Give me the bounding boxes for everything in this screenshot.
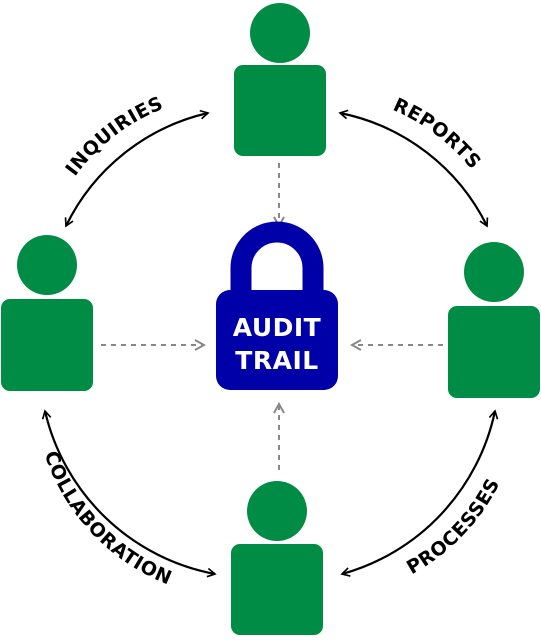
reports-arrow [340,113,487,226]
person-icon-left [1,235,93,391]
processes-arrow [342,411,495,574]
inquiries-arrow [66,113,208,226]
audit-trail-line1: AUDIT [233,313,322,342]
audit-trail-line2: TRAIL [235,346,318,375]
person-icon-bottom [231,481,323,635]
person-icon-right [448,242,540,398]
collaboration-arrow [45,411,215,574]
processes-label: PROCESSES [403,475,504,579]
padlock-icon: AUDIT TRAIL [216,221,338,390]
person-icon-top [234,3,326,156]
